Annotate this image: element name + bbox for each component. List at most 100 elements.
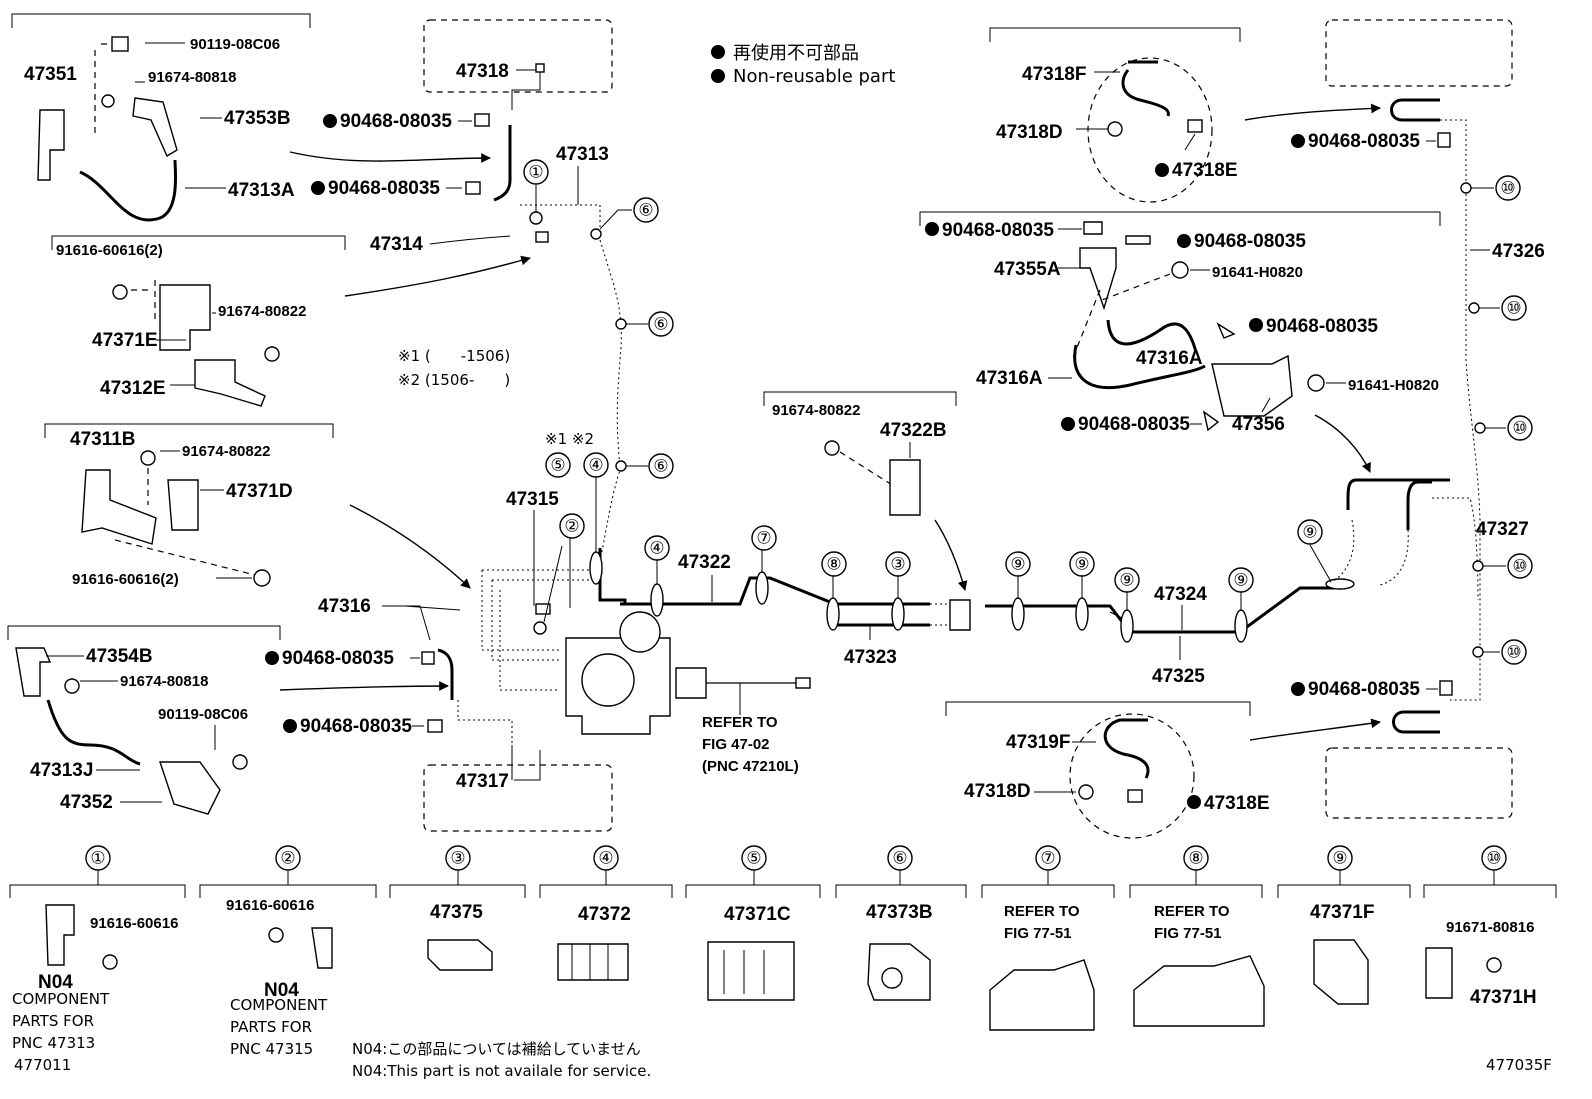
detail-box-5[interactable]: ⑤ 47371C	[685, 845, 821, 1001]
detail-box-4[interactable]: ④ 47372	[539, 845, 673, 981]
refer-fig[interactable]: FIG 47-02	[702, 736, 770, 753]
detail-part-label[interactable]: 47371C	[724, 904, 791, 925]
part-label-47371d[interactable]: 47371D	[226, 481, 293, 502]
part-label-90468-08035[interactable]: 90468-08035	[1194, 231, 1306, 252]
detail-box-8[interactable]: ⑧ REFER TO FIG 77-51	[1129, 845, 1265, 1027]
part-label-47318[interactable]: 47318	[456, 61, 509, 82]
marker-4[interactable]	[583, 452, 609, 478]
part-label-90468-08035[interactable]: 90468-08035	[1266, 316, 1378, 337]
detail-part-label[interactable]: 47373B	[866, 902, 933, 923]
bolt-icon	[140, 450, 156, 466]
marker-10[interactable]	[1507, 415, 1533, 441]
detail-part-label[interactable]: 47375	[430, 902, 483, 923]
marker-8[interactable]	[821, 551, 847, 577]
part-label-47318e[interactable]: 47318E	[1204, 793, 1270, 814]
part-label-47327[interactable]: 47327	[1476, 519, 1529, 540]
marker-6[interactable]	[648, 453, 674, 479]
marker-2[interactable]	[559, 513, 585, 539]
detail-part-label[interactable]: 47371F	[1310, 902, 1374, 923]
part-label-90468-08035[interactable]: 90468-08035	[1078, 414, 1190, 435]
marker-3[interactable]	[885, 551, 911, 577]
part-label-47318d[interactable]: 47318D	[964, 781, 1031, 802]
marker-9[interactable]	[1069, 551, 1095, 577]
part-label-47356[interactable]: 47356	[1232, 414, 1285, 435]
part-label-91674-80822[interactable]: 91674-80822	[182, 443, 270, 460]
part-label-90119-08c06[interactable]: 90119-08C06	[190, 36, 280, 53]
part-label-47322[interactable]: 47322	[678, 552, 731, 573]
part-label-90468-08035[interactable]: 90468-08035	[300, 716, 412, 737]
part-label-47318d[interactable]: 47318D	[996, 122, 1063, 143]
marker-10[interactable]	[1501, 639, 1527, 665]
part-label-47322b[interactable]: 47322B	[880, 420, 947, 441]
part-label-47351[interactable]: 47351	[24, 64, 77, 85]
detail-box-9[interactable]: ⑨ 47371F	[1277, 845, 1411, 1005]
detail-part-label[interactable]: 91616-60616	[226, 897, 314, 914]
part-label-47354b[interactable]: 47354B	[86, 646, 153, 667]
detail-refer-fig[interactable]: FIG 77-51	[1004, 925, 1072, 942]
marker-1[interactable]	[523, 159, 549, 185]
part-label-91641-h0820[interactable]: 91641-H0820	[1348, 377, 1439, 394]
part-label-91674-80818[interactable]: 91674-80818	[148, 69, 236, 86]
part-label-90119-08c06[interactable]: 90119-08C06	[158, 706, 248, 723]
part-label-47353b[interactable]: 47353B	[224, 108, 291, 129]
detail-box-10[interactable]: ⑩ 91671-80816 47371H	[1423, 845, 1557, 1008]
marker-6[interactable]	[633, 197, 659, 223]
part-label-47319f[interactable]: 47319F	[1006, 732, 1070, 753]
marker-9[interactable]	[1228, 567, 1254, 593]
marker-10[interactable]	[1501, 295, 1527, 321]
marker-9[interactable]	[1005, 551, 1031, 577]
detail-part-label[interactable]: 47372	[578, 904, 631, 925]
part-label-47313[interactable]: 47313	[556, 144, 609, 165]
part-label-47315[interactable]: 47315	[506, 489, 559, 510]
detail-refer-fig[interactable]: FIG 77-51	[1154, 925, 1222, 942]
marker-4[interactable]	[644, 535, 670, 561]
marker-9[interactable]	[1297, 519, 1323, 545]
part-label-47313a[interactable]: 47313A	[228, 180, 295, 201]
part-label-47352[interactable]: 47352	[60, 792, 113, 813]
marker-10[interactable]	[1507, 553, 1533, 579]
part-label-47323[interactable]: 47323	[844, 647, 897, 668]
part-label-47314[interactable]: 47314	[370, 234, 423, 255]
detail-part-label[interactable]: 91616-60616	[90, 915, 178, 932]
part-label-90468-08035[interactable]: 90468-08035	[1308, 679, 1420, 700]
marker-5[interactable]	[545, 452, 571, 478]
clip-point	[1472, 646, 1484, 658]
part-label-47325[interactable]: 47325	[1152, 666, 1205, 687]
part-label-47318f[interactable]: 47318F	[1022, 64, 1086, 85]
detail-box-7[interactable]: ⑦ REFER TO FIG 77-51	[981, 845, 1115, 1031]
part-label-47371e[interactable]: 47371E	[92, 330, 158, 351]
part-label-91616-60616-2[interactable]: 91616-60616(2)	[72, 571, 179, 588]
detail-part-label[interactable]: 47371H	[1470, 987, 1537, 1008]
part-label-90468-08035[interactable]: 90468-08035	[340, 111, 452, 132]
detail-box-6[interactable]: ⑥ 47373B	[835, 845, 967, 1001]
part-label-91641-h0820[interactable]: 91641-H0820	[1212, 264, 1303, 281]
part-label-91674-80818[interactable]: 91674-80818	[120, 673, 208, 690]
part-label-47311b[interactable]: 47311B	[70, 429, 136, 450]
marker-10[interactable]	[1495, 175, 1521, 201]
marker-9[interactable]	[1114, 567, 1140, 593]
part-label-90468-08035[interactable]: 90468-08035	[1308, 131, 1420, 152]
part-label-47316a[interactable]: 47316A	[1136, 348, 1203, 369]
part-label-47316a[interactable]: 47316A	[976, 368, 1043, 389]
detail-box-3[interactable]: ③ 47375	[389, 845, 526, 971]
part-label-47317[interactable]: 47317	[456, 771, 509, 792]
part-label-91674-80822[interactable]: 91674-80822	[218, 303, 306, 320]
marker-6[interactable]	[648, 311, 674, 337]
detail-part-label[interactable]: 91671-80816	[1446, 919, 1534, 936]
part-label-90468-08035[interactable]: 90468-08035	[942, 220, 1054, 241]
part-label-90468-08035[interactable]: 90468-08035	[282, 648, 394, 669]
part-label-47355a[interactable]: 47355A	[994, 259, 1061, 280]
part-label-47313j[interactable]: 47313J	[30, 760, 93, 781]
part-label-47316[interactable]: 47316	[318, 596, 371, 617]
detail-box-1[interactable]: ① 91616-60616 N04 COMPONENT PARTS FOR PN…	[9, 845, 186, 1052]
part-label-47318e[interactable]: 47318E	[1172, 160, 1238, 181]
part-label-47326[interactable]: 47326	[1492, 241, 1545, 262]
clamp-icon	[1425, 947, 1453, 999]
part-label-47312e[interactable]: 47312E	[100, 378, 166, 399]
part-label-47324[interactable]: 47324	[1154, 584, 1207, 605]
detail-box-2[interactable]: ② 91616-60616 N04 COMPONENT PARTS FOR PN…	[199, 845, 377, 1058]
part-label-90468-08035[interactable]: 90468-08035	[328, 178, 440, 199]
marker-7[interactable]	[751, 525, 777, 551]
part-label-91616-60616-2[interactable]: 91616-60616(2)	[56, 242, 163, 259]
part-label-91674-80822[interactable]: 91674-80822	[772, 402, 860, 419]
